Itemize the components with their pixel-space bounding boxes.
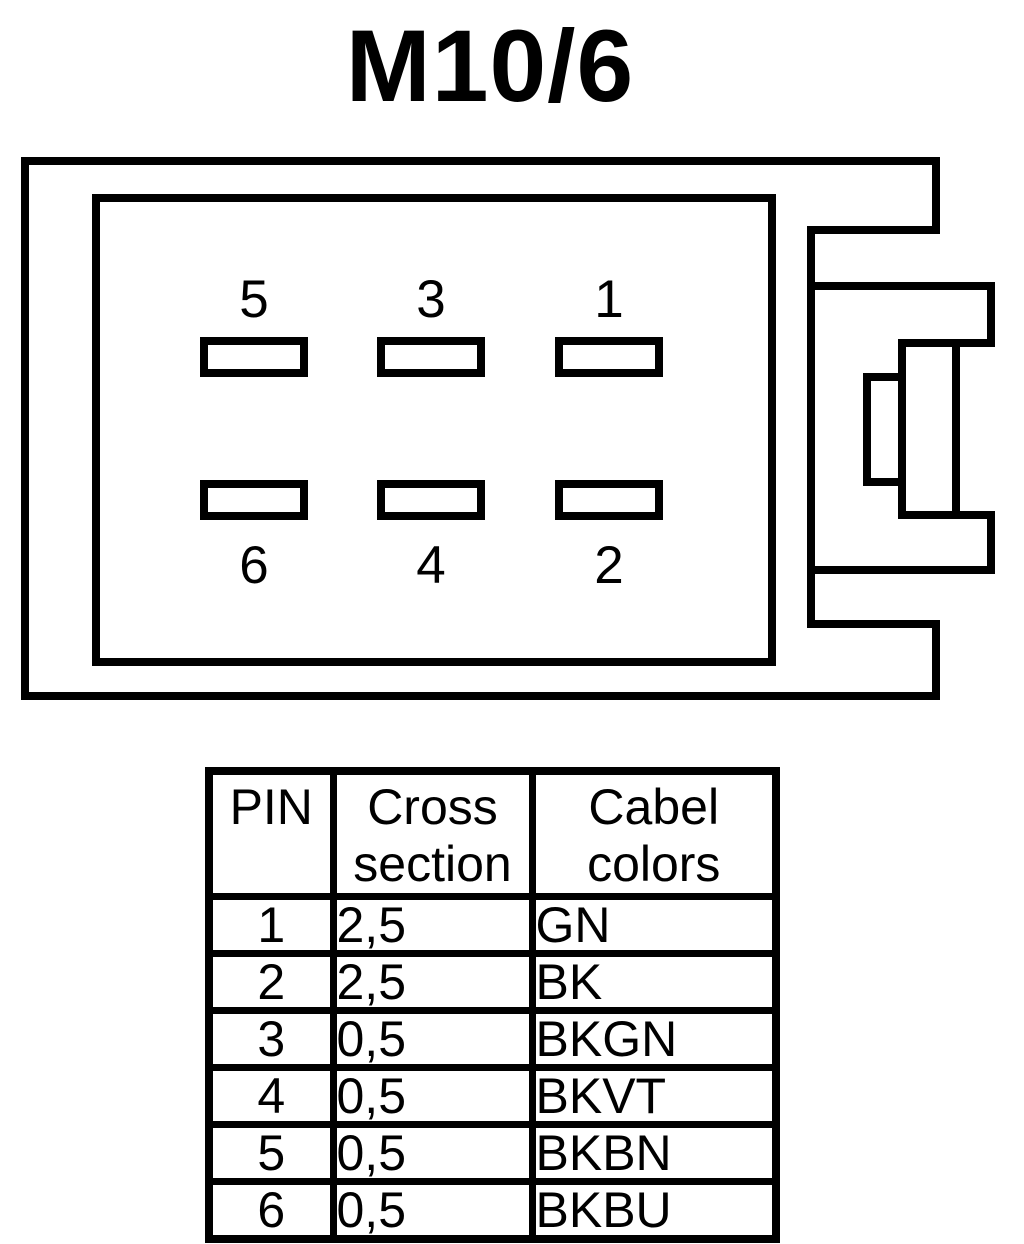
cell-cross-section: 0,5 xyxy=(329,1007,536,1071)
header-cross-section: Cross section xyxy=(329,767,536,900)
cell-pin: 6 xyxy=(205,1178,337,1243)
pin-label-5: 5 xyxy=(239,270,268,329)
cell-cable-color: BKVT xyxy=(528,1064,780,1128)
table-row: 4 0,5 BKVT xyxy=(205,1064,780,1128)
pin-slot-3 xyxy=(377,337,485,377)
pin-slot-6 xyxy=(200,480,308,520)
pin-label-6: 6 xyxy=(239,536,268,595)
cell-cross-section: 0,5 xyxy=(329,1064,536,1128)
connector-housing-outline xyxy=(21,157,940,700)
table-row: 3 0,5 BKGN xyxy=(205,1007,780,1071)
cell-cable-color: BKBN xyxy=(528,1121,780,1185)
cell-pin: 1 xyxy=(205,893,337,957)
table-row: 6 0,5 BKBU xyxy=(205,1178,780,1243)
cell-cross-section: 0,5 xyxy=(329,1178,536,1243)
connector-diagram: 5 3 1 6 4 2 xyxy=(21,157,995,700)
cell-pin: 2 xyxy=(205,950,337,1014)
pin-slot-2 xyxy=(555,480,663,520)
cell-cable-color: BKGN xyxy=(528,1007,780,1071)
cell-cable-color: GN xyxy=(528,893,780,957)
connector-inner-face xyxy=(92,194,776,666)
cell-cross-section: 2,5 xyxy=(329,893,536,957)
pinout-table: PIN Cross section Cabel colors 1 2,5 GN … xyxy=(205,767,780,1243)
cell-cable-color: BK xyxy=(528,950,780,1014)
pin-label-1: 1 xyxy=(594,270,623,329)
table-header-row: PIN Cross section Cabel colors xyxy=(205,767,780,900)
page-title: M10/6 xyxy=(345,9,635,123)
cell-pin: 3 xyxy=(205,1007,337,1071)
header-cable-colors: Cabel colors xyxy=(528,767,780,900)
pin-slot-5 xyxy=(200,337,308,377)
cell-cable-color: BKBU xyxy=(528,1178,780,1243)
cell-pin: 4 xyxy=(205,1064,337,1128)
table-row: 1 2,5 GN xyxy=(205,893,780,957)
table-row: 2 2,5 BK xyxy=(205,950,780,1014)
cell-pin: 5 xyxy=(205,1121,337,1185)
table-row: 5 0,5 BKBN xyxy=(205,1121,780,1185)
pin-slot-4 xyxy=(377,480,485,520)
pin-label-2: 2 xyxy=(594,536,623,595)
pin-label-3: 3 xyxy=(416,270,445,329)
connector-latch-detail-rect xyxy=(863,373,906,486)
header-pin: PIN xyxy=(205,767,337,900)
cell-cross-section: 2,5 xyxy=(329,950,536,1014)
pin-label-4: 4 xyxy=(416,536,445,595)
cell-cross-section: 0,5 xyxy=(329,1121,536,1185)
pin-slot-1 xyxy=(555,337,663,377)
